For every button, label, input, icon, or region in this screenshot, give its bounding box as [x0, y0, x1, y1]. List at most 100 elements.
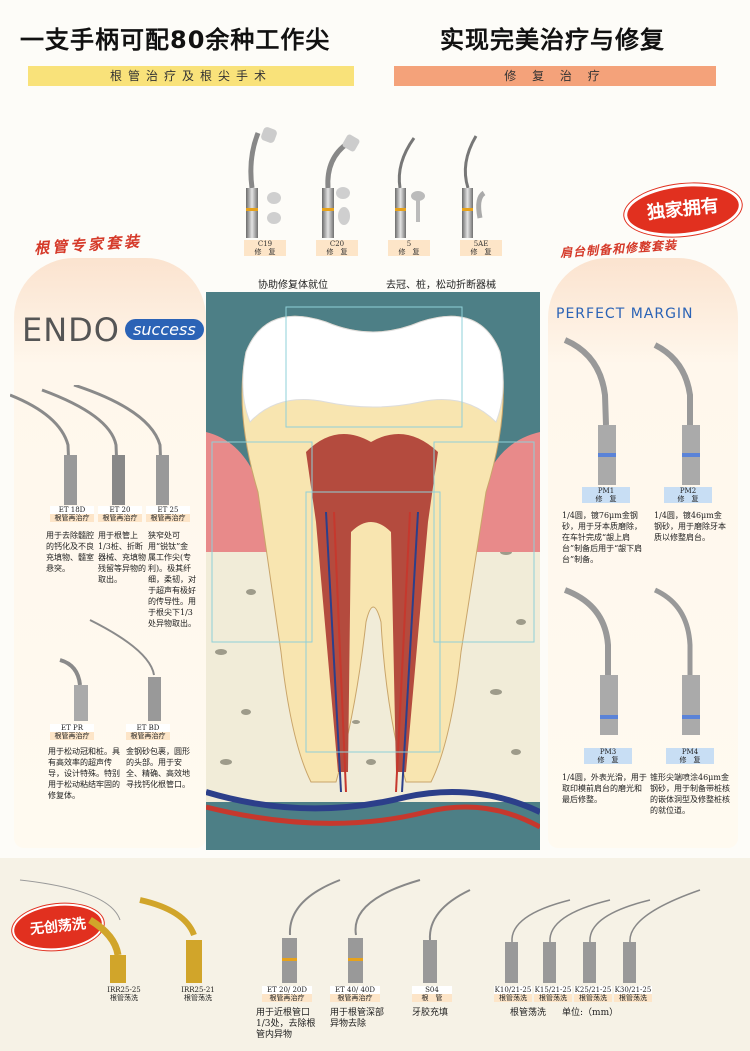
- endo-kit-title: 根管专家套装: [33, 232, 143, 258]
- tip-code: C19: [257, 240, 273, 248]
- tip-code: ET PR: [50, 724, 94, 732]
- endo-success-panel: [14, 258, 206, 848]
- tip-category: 修 复: [254, 248, 276, 256]
- tip-code: PM4: [666, 748, 714, 756]
- restoration-band: 修 复 治 疗: [394, 66, 716, 86]
- tip-category: 根管再治疗: [98, 514, 142, 522]
- tip-category: 根管再治疗: [50, 514, 94, 522]
- tip-code: K10/21-25: [494, 986, 532, 994]
- tip-code: ET 18D: [50, 506, 94, 514]
- tip-code: ET 25: [146, 506, 190, 514]
- endo-desc-etbd: 金钢砂包裹，圆形的头部。用于安全、精确、高效地寻找钙化根管口。: [126, 747, 190, 789]
- caption-s04: 牙胶充填: [412, 1008, 449, 1018]
- tip-category: 根管再治疗: [330, 994, 380, 1002]
- perfect-margin-logo: PERFECT MARGIN: [556, 306, 694, 322]
- endo-desc-et18d: 用于去除髓腔的钙化及不良充填物、髓室悬突。: [46, 531, 94, 573]
- tip-category: 根管再治疗: [126, 732, 170, 740]
- caption-et40: 用于根管深部异物去除: [330, 1008, 385, 1029]
- tip-category: 根管荡洗: [574, 994, 612, 1002]
- unit-label: 单位:（mm）: [562, 1008, 619, 1018]
- tip-category: 根管再治疗: [50, 732, 94, 740]
- pm-desc-pm3: 1/4圆，外表光滑，用于取印模前肩台的磨光和最后修整。: [562, 773, 647, 804]
- pm-desc-pm1: 1/4圆，镀76μm金钢砂，用于牙本质磨除，在车针完成“龈上肩台”制备后用于“龈…: [562, 511, 643, 564]
- top-caption-right: 去冠、桩，松动折断器械: [386, 280, 496, 291]
- tip-code: 5AE: [473, 240, 489, 248]
- endo-tips-lower-illustration: [59, 619, 161, 721]
- tip-category: 根管再治疗: [262, 994, 312, 1002]
- tip-code: 5: [406, 240, 412, 248]
- tip-category: 根管荡洗: [110, 994, 138, 1002]
- tip-code: ET BD: [126, 724, 170, 732]
- tip-category: 根管荡洗: [184, 994, 212, 1002]
- tip-code: IRR25-21: [181, 986, 215, 994]
- tip-code: C20: [329, 240, 345, 248]
- endo-success-logo: ENDO success TM: [22, 310, 224, 349]
- right-headline: 实现完美治疗与修复: [440, 26, 665, 54]
- exclusive-badge: 独家拥有: [621, 177, 745, 243]
- tip-code: ET 20: [98, 506, 142, 514]
- top-caption-left: 协助修复体就位: [258, 280, 328, 291]
- tip-code: IRR25-25: [107, 986, 141, 994]
- logo-endo-text: ENDO: [22, 311, 120, 349]
- tip-code: S04: [412, 986, 452, 994]
- top-tip-group: [238, 118, 488, 258]
- tip-category: 根管再治疗: [146, 514, 190, 522]
- tip-code: K30/21-25: [614, 986, 652, 994]
- tip-category: 修 复: [398, 248, 420, 256]
- tip-category: 根 管: [412, 994, 452, 1002]
- endo-tips-upper-illustration: [10, 385, 169, 505]
- tip-category: 根管荡洗: [534, 994, 572, 1002]
- tip-category: 修 复: [582, 495, 630, 503]
- tip-category: 修 复: [326, 248, 348, 256]
- tip-code: ET 20/ 20D: [262, 986, 312, 994]
- endo-desc-etpr: 用于松动冠和桩。具有高效率的超声传导，设计特殊。特别用于松动粘结牢固的修复体。: [48, 747, 120, 800]
- left-headline: 一支手柄可配80余种工作尖: [20, 26, 331, 54]
- tip-category: 根管荡洗: [494, 994, 532, 1002]
- endo-desc-et25: 狭窄处可用“锐钛”金属工作尖(专利)。极其纤细，柔韧，对于超声有极好的传导性。用…: [148, 531, 196, 628]
- logo-success-text: success: [125, 319, 204, 340]
- top-tips-illustration: [246, 127, 486, 238]
- bottom-tips-illustration: [19, 879, 701, 983]
- caption-et20: 用于近根管口1/3处，去除根管内异物: [256, 1008, 316, 1040]
- caption-k-series: 根管荡洗: [510, 1008, 547, 1018]
- tip-code: PM1: [582, 487, 630, 495]
- tip-code: K25/21-25: [574, 986, 612, 994]
- pm-desc-pm2: 1/4圆，镀46μm金钢砂，用于磨除牙本质以修整肩台。: [654, 511, 726, 542]
- pm-tips-lower-illustration: [563, 587, 700, 735]
- tooth-illustration: [206, 292, 540, 850]
- tip-category: 修 复: [584, 756, 632, 764]
- tip-category: 修 复: [664, 495, 712, 503]
- tip-category: 根管荡洗: [614, 994, 652, 1002]
- tip-code: PM2: [664, 487, 712, 495]
- tooth-cross-section: [206, 292, 540, 850]
- exclusive-badge-text: 独家拥有: [646, 195, 720, 224]
- tip-code: PM3: [584, 748, 632, 756]
- tip-category: 修 复: [666, 756, 714, 764]
- endo-surgery-band: 根管治疗及根尖手术: [28, 66, 354, 86]
- pm-tips-upper-illustration: [563, 337, 700, 485]
- pm-desc-pm4: 锥形尖端喷涂46μm金钢砂，用于制备带桩核的嵌体洞型及修整桩核的就位道。: [650, 773, 730, 815]
- tip-category: 修 复: [470, 248, 492, 256]
- endo-desc-et20: 用于根管上1/3桩、折断器械、充填物残留等异物的取出。: [98, 531, 146, 584]
